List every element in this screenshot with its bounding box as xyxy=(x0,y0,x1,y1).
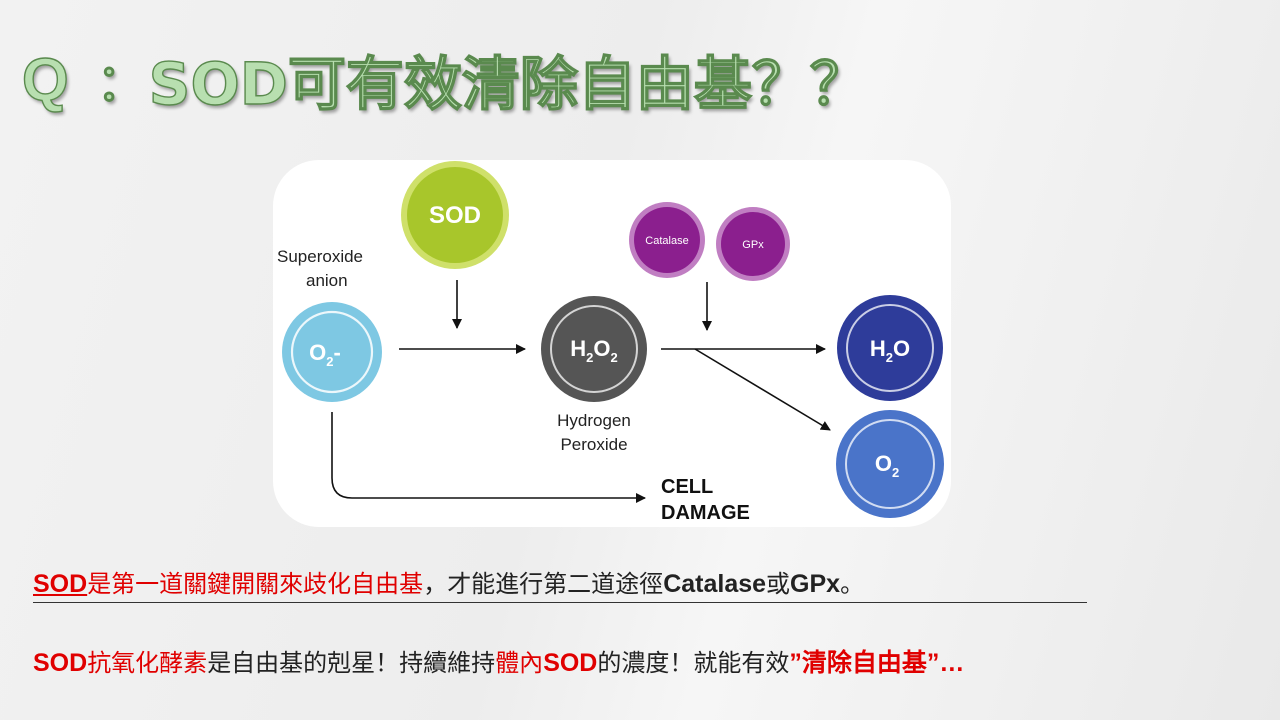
hydrogen-label-2: Peroxide xyxy=(560,435,627,454)
superoxide-label-2: anion xyxy=(306,271,348,290)
line2-red-text-2: 體內 xyxy=(495,649,544,677)
sod-term-1: SOD xyxy=(33,570,88,598)
o2-node: O2 xyxy=(836,410,944,518)
catalase-node: Catalase xyxy=(629,202,705,278)
gpx-term: GPx xyxy=(790,570,841,598)
sod-label: SOD xyxy=(429,202,481,229)
title-text: SOD可有效清除自由基？？ xyxy=(148,49,869,118)
title-colon: ： xyxy=(96,54,147,111)
line1-black-text: 才能進行第二道途徑 xyxy=(447,570,664,598)
cell-damage-label-2: DAMAGE xyxy=(661,502,750,524)
o2-label: O2 xyxy=(875,451,899,480)
line2-quote: ”清除自由基”… xyxy=(789,649,965,677)
diagram-card: SOD Catalase GPx Superoxide anion O2- xyxy=(273,160,951,527)
line1-comma: ， xyxy=(423,570,448,598)
superoxide-label-1: Superoxide xyxy=(277,247,363,266)
line1-or: 或 xyxy=(766,570,791,598)
sod-term-3: SOD xyxy=(543,649,598,677)
superoxide-node: O2- xyxy=(282,302,382,402)
line2-red-text: 抗氧化酵素 xyxy=(87,649,208,677)
h2o2-label: H2O2 xyxy=(570,336,617,365)
h2o-node: H2O xyxy=(837,295,943,401)
h2o2-node: H2O2 xyxy=(541,296,647,402)
arrow-to-o2 xyxy=(694,348,831,431)
line2-black-text-2: 的濃度！就能有效 xyxy=(597,649,790,677)
hydrogen-label-1: Hydrogen xyxy=(557,411,631,430)
catalase-label: Catalase xyxy=(645,235,688,247)
line1-red-text: 是第一道關鍵開關來歧化自由基 xyxy=(87,570,424,598)
sod-node: SOD xyxy=(401,161,509,269)
o2minus-label: O2- xyxy=(309,340,341,369)
line2-black-text: 是自由基的剋星！持續維持 xyxy=(207,649,496,677)
arrow-to-cell-damage xyxy=(331,412,646,503)
line1-end: 。 xyxy=(840,570,865,598)
h2o-label: H2O xyxy=(870,336,910,365)
catalase-term: Catalase xyxy=(663,570,767,598)
cell-damage-label-1: CELL xyxy=(661,476,713,498)
reaction-diagram: SOD Catalase GPx Superoxide anion O2- xyxy=(277,161,944,524)
page-title: Q ： SOD可有效清除自由基？？ xyxy=(21,34,869,124)
title-q: Q xyxy=(21,45,69,113)
sod-term-2: SOD xyxy=(33,649,88,677)
explanation-line-2: SOD抗氧化酵素是自由基的剋星！持續維持體內SOD的濃度！就能有效”清除自由基”… xyxy=(33,645,964,681)
gpx-label: GPx xyxy=(742,239,764,251)
explanation-line-1: SOD是第一道關鍵開關來歧化自由基，才能進行第二道途徑Catalase或GPx。 xyxy=(33,566,1087,603)
gpx-node: GPx xyxy=(716,207,790,281)
